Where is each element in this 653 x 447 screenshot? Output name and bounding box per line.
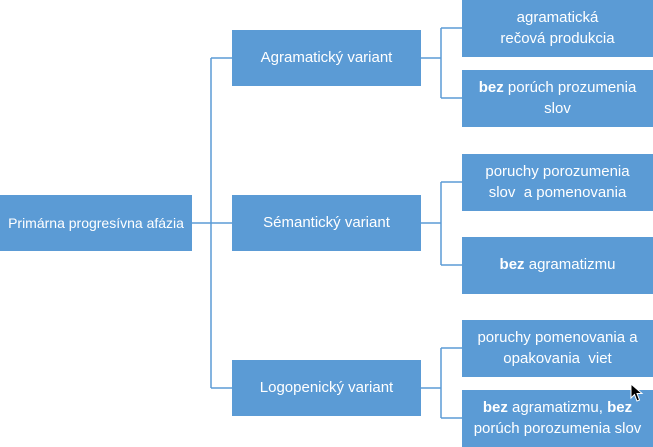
detail-line: porúch porozumenia slov bbox=[473, 419, 642, 437]
detail-logopenic-2: bez agramatizmu, bez porúch porozumenia … bbox=[462, 390, 653, 447]
variant-agramatic-label: Agramatický variant bbox=[260, 48, 393, 66]
detail-line: poruchy pomenovania a bbox=[477, 329, 638, 347]
detail-line: bez porúch prozumenia bbox=[478, 79, 637, 97]
detail-logopenic-1: poruchy pomenovania a opakovania viet bbox=[462, 320, 653, 377]
detail-line: slov bbox=[544, 99, 571, 117]
detail-line: poruchy porozumenia bbox=[485, 163, 630, 181]
root-box: Primárna progresívna afázia bbox=[0, 195, 192, 251]
detail-semantic-1: poruchy porozumenia slov a pomenovania bbox=[462, 154, 653, 211]
variant-agramatic-box: Agramatický variant bbox=[232, 30, 421, 86]
root-label: Primárna progresívna afázia bbox=[8, 214, 184, 231]
variant-semantic-box: Sémantický variant bbox=[232, 195, 421, 251]
mouse-cursor-icon bbox=[630, 383, 644, 402]
variant-logopenic-box: Logopenický variant bbox=[232, 360, 421, 416]
variant-logopenic-label: Logopenický variant bbox=[259, 378, 394, 396]
detail-line: opakovania viet bbox=[503, 349, 612, 367]
detail-line: rečová produkcia bbox=[500, 29, 615, 47]
detail-semantic-2: bez agramatizmu bbox=[462, 237, 653, 294]
detail-line: agramatická bbox=[516, 9, 599, 27]
detail-line: bez agramatizmu, bez bbox=[482, 399, 633, 417]
variant-semantic-label: Sémantický variant bbox=[263, 213, 390, 231]
detail-agramatic-2: bez porúch prozumenia slov bbox=[462, 70, 653, 127]
detail-line: bez agramatizmu bbox=[499, 256, 616, 274]
detail-line: slov a pomenovania bbox=[488, 183, 627, 201]
detail-agramatic-1: agramatická rečová produkcia bbox=[462, 0, 653, 57]
